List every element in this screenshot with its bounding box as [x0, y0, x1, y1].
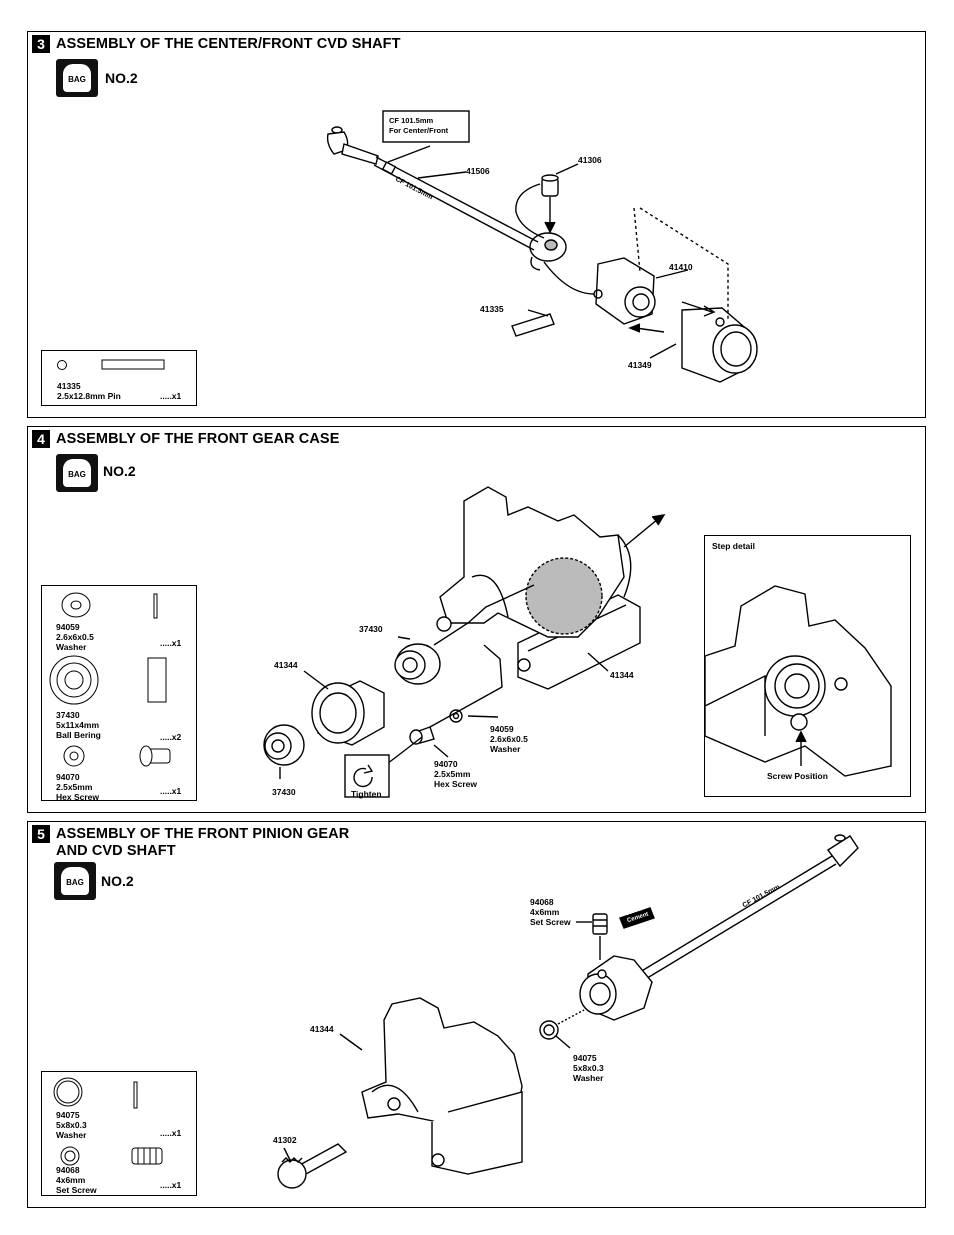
callout-94059: 94059 2.6x6x0.5 Washer	[490, 724, 528, 754]
part-code: 37430	[56, 710, 80, 720]
parts-icons	[53, 1077, 163, 1166]
part-qty: .....x1	[160, 638, 182, 648]
step-number: 4	[32, 430, 50, 448]
bag-number: NO.2	[103, 463, 136, 479]
part-qty: .....x1	[160, 1180, 182, 1190]
part-qty: .....x1	[160, 786, 182, 796]
part-desc: 2.6x6x0.5 Washer	[56, 632, 94, 652]
parts-list: 41335 2.5x12.8mm Pin .....x1	[41, 350, 197, 406]
callout-41302: 41302	[273, 1135, 297, 1145]
callout-37430-bottom: 37430	[272, 787, 296, 797]
step-4-section: 4 ASSEMBLY OF THE FRONT GEAR CASE BAG NO…	[27, 426, 926, 813]
parts-list: 94059 2.6x6x0.5 Washer .....x1 37430 5x1…	[41, 585, 197, 802]
callout-37430-top: 37430	[359, 624, 383, 634]
bag-number: NO.2	[105, 70, 138, 86]
shaft-length-note: CF 101.5mm For Center/Front	[389, 116, 449, 135]
bag-icon: BAG	[54, 862, 96, 900]
callout-41410: 41410	[669, 262, 693, 272]
callout-41306: 41306	[578, 155, 602, 165]
part-desc: 2.5x5mm Hex Screw	[56, 782, 99, 802]
detail-title: Step detail	[712, 541, 755, 551]
detail-diagram	[704, 585, 892, 777]
screw-position-label: Screw Position	[767, 771, 828, 781]
bag-icon: BAG	[56, 454, 98, 492]
parts-list: 94075 5x8x0.3 Washer .....x1 94068 4x6mm…	[41, 1071, 197, 1196]
bag-number: NO.2	[101, 873, 134, 889]
part-code: 94068	[56, 1165, 80, 1175]
part-code: 41335	[57, 381, 81, 391]
callout-41335: 41335	[480, 304, 504, 314]
bag-label: BAG	[68, 75, 86, 84]
gear-case-diagram	[263, 486, 666, 798]
step-title: ASSEMBLY OF THE FRONT PINION GEAR AND CV…	[56, 826, 350, 859]
step-detail-panel: Step detail Screw Position	[704, 535, 911, 797]
part-qty: .....x1	[160, 1128, 182, 1138]
tighten-label: Tighten	[351, 789, 382, 799]
callout-41344-case: 41344	[610, 670, 634, 680]
step-number: 5	[32, 825, 50, 843]
callout-94068: 94068 4x6mm Set Screw	[530, 897, 571, 927]
part-qty: .....x2	[160, 732, 182, 742]
step-title: ASSEMBLY OF THE CENTER/FRONT CVD SHAFT	[56, 36, 401, 52]
pinion-cvd-diagram	[277, 834, 859, 1189]
part-desc: 4x6mm Set Screw	[56, 1175, 97, 1195]
part-code: 94059	[56, 622, 80, 632]
step-number: 3	[32, 35, 50, 53]
parts-icons	[49, 592, 171, 767]
bag-icon: BAG	[56, 59, 98, 97]
bag-label: BAG	[66, 878, 84, 887]
cvd-shaft-diagram	[326, 110, 758, 383]
part-code: 94070	[56, 772, 80, 782]
part-desc: 5x11x4mm Ball Bering	[56, 720, 101, 740]
callout-94075: 94075 5x8x0.3 Washer	[573, 1053, 604, 1083]
callout-41349: 41349	[628, 360, 652, 370]
bag-label: BAG	[68, 470, 86, 479]
callout-41506: 41506	[466, 166, 490, 176]
callout-41344-cup: 41344	[274, 660, 298, 670]
part-desc: 2.5x12.8mm Pin	[57, 391, 121, 401]
pin-part-icon	[57, 359, 165, 370]
step-5-section: 5 ASSEMBLY OF THE FRONT PINION GEAR AND …	[27, 821, 926, 1208]
part-code: 94075	[56, 1110, 80, 1120]
part-desc: 5x8x0.3 Washer	[56, 1120, 87, 1140]
callout-94070: 94070 2.5x5mm Hex Screw	[434, 759, 477, 789]
step-3-section: 3 ASSEMBLY OF THE CENTER/FRONT CVD SHAFT…	[27, 31, 926, 418]
part-qty: .....x1	[160, 391, 182, 401]
step-title: ASSEMBLY OF THE FRONT GEAR CASE	[56, 431, 340, 447]
callout-41344: 41344	[310, 1024, 334, 1034]
